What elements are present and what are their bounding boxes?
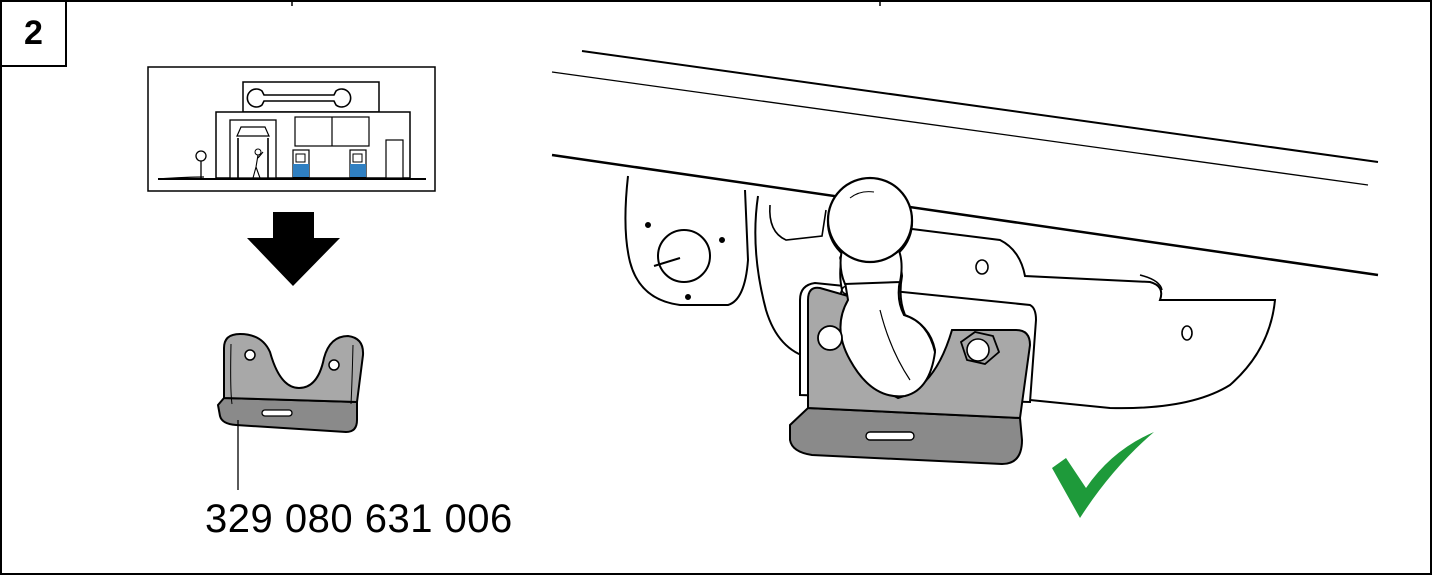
down-arrow-icon [247, 212, 340, 286]
checkmark-icon [1052, 432, 1154, 518]
tow-ball [817, 176, 1001, 398]
part-number-label: 329 080 631 006 [205, 497, 513, 541]
step-number: 2 [2, 2, 67, 67]
wrench-icon [246, 88, 352, 108]
workshop-icon [147, 66, 436, 192]
bracket-part-illustration [216, 332, 365, 490]
mounted-bracket [789, 286, 1032, 466]
